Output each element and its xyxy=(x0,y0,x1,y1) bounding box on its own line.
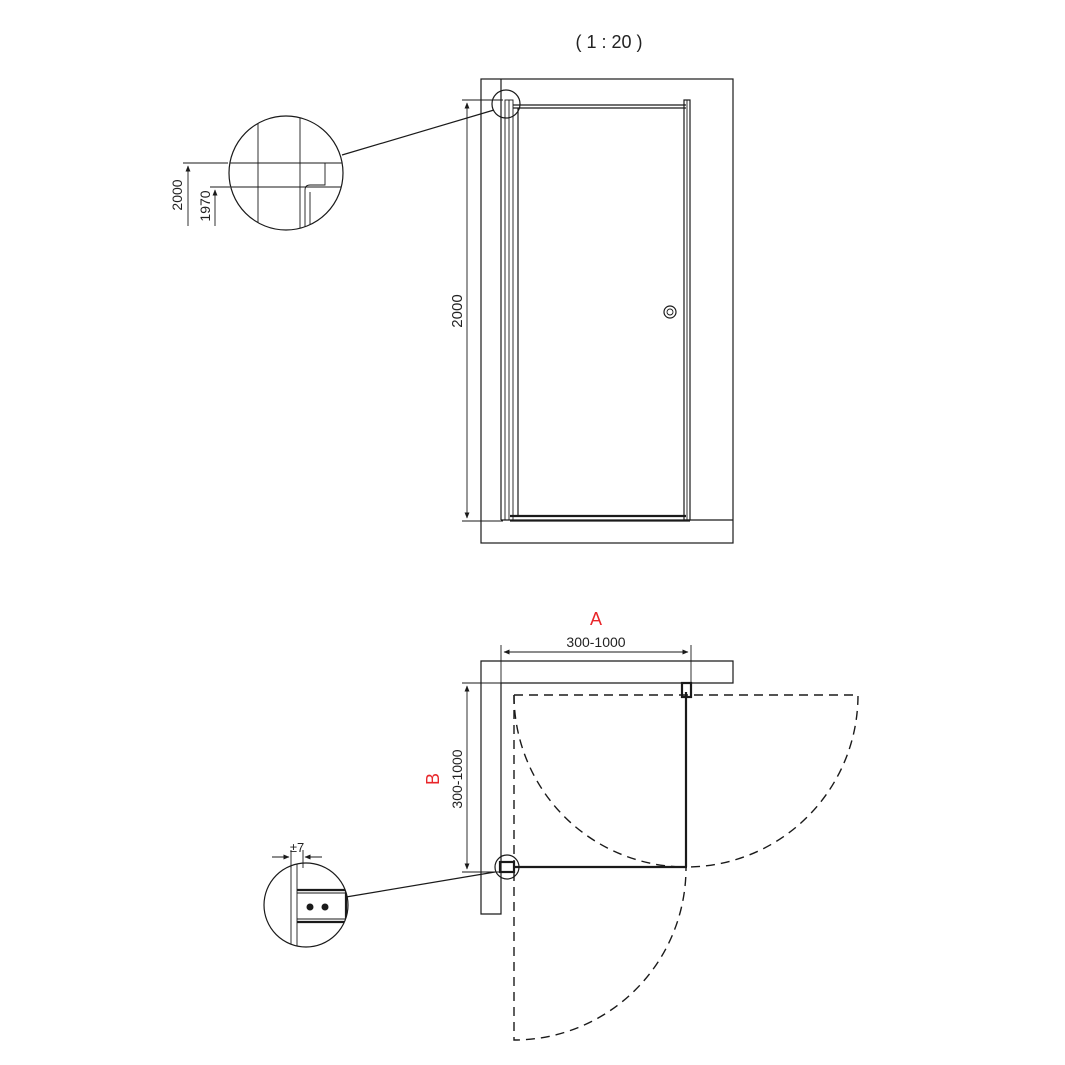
bottom-detail-bubble: ±7 xyxy=(263,840,349,948)
plan-leader-line xyxy=(345,871,496,898)
adjust-dim-text: ±7 xyxy=(290,840,304,855)
plan-wall-outline xyxy=(480,660,734,915)
detail-profile-shape xyxy=(300,162,326,230)
top-detail-circle xyxy=(228,115,344,231)
detail-dim-2000-text: 2000 xyxy=(169,179,185,210)
swing-outward-right xyxy=(514,694,859,868)
detail-callout-circle xyxy=(491,89,521,119)
elevation-wall-outline xyxy=(480,78,734,544)
plan-hinge xyxy=(498,860,516,874)
plan-top-profile xyxy=(680,681,693,699)
swing-inward-arc xyxy=(513,694,687,868)
swing-outward-down xyxy=(513,867,687,1041)
door-knob xyxy=(663,305,677,319)
dim-a-label: A xyxy=(590,609,602,629)
bottom-detail-circle xyxy=(263,862,349,948)
plan-detail-callout xyxy=(494,854,520,880)
height-dimension-text: 2000 xyxy=(449,294,466,327)
top-detail-bubble: 2000 1970 xyxy=(169,115,344,231)
detail-leader-line xyxy=(341,109,495,156)
elevation-view: 2000 xyxy=(341,78,734,544)
detail-dim-1970-text: 1970 xyxy=(197,190,213,221)
scale-label: ( 1 : 20 ) xyxy=(575,32,642,52)
dim-b-label: B xyxy=(423,773,443,785)
door-knob-inner xyxy=(666,308,674,316)
dim-b-text: 300-1000 xyxy=(449,749,465,808)
bottom-detail-screw-1 xyxy=(306,903,314,911)
bottom-detail-screw-2 xyxy=(321,903,329,911)
bottom-detail-bracket xyxy=(297,888,348,924)
plan-view: A 300-1000 B 300-1000 xyxy=(345,609,859,1041)
dim-a-text: 300-1000 xyxy=(566,634,625,650)
